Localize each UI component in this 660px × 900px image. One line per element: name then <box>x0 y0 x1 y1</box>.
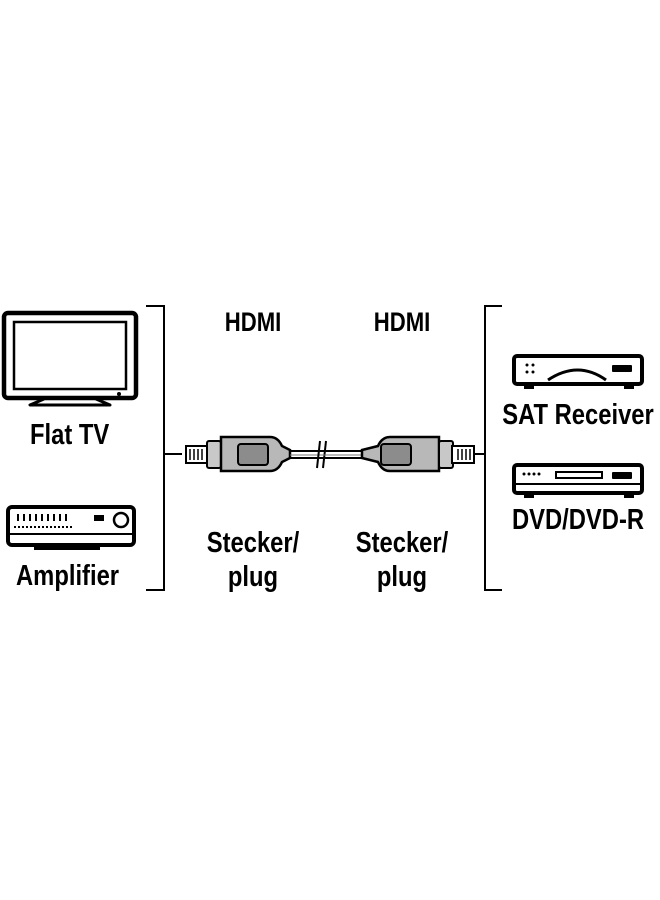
flat-tv-icon <box>1 310 139 407</box>
connector-left-line1: Stecker/ <box>206 527 300 559</box>
connector-right-line2: plug <box>376 561 428 593</box>
amplifier-icon <box>6 505 136 550</box>
hdmi-plug-left <box>185 435 292 473</box>
flat-tv-label: Flat TV <box>30 419 110 451</box>
connector-left-line2: plug <box>227 561 279 593</box>
left-bracket <box>146 305 182 591</box>
sat-receiver-icon <box>512 354 644 389</box>
dvd-label: DVD/DVD-R <box>511 504 645 536</box>
hdmi-cable <box>185 435 475 473</box>
amplifier-label: Amplifier <box>16 560 120 592</box>
dvd-player-icon <box>512 463 644 498</box>
hdmi-right-label: HDMI <box>373 307 431 337</box>
hdmi-left-label: HDMI <box>224 307 282 337</box>
connector-right-line1: Stecker/ <box>355 527 449 559</box>
sat-receiver-label: SAT Receiver <box>502 399 654 431</box>
hdmi-plug-right <box>360 435 475 473</box>
